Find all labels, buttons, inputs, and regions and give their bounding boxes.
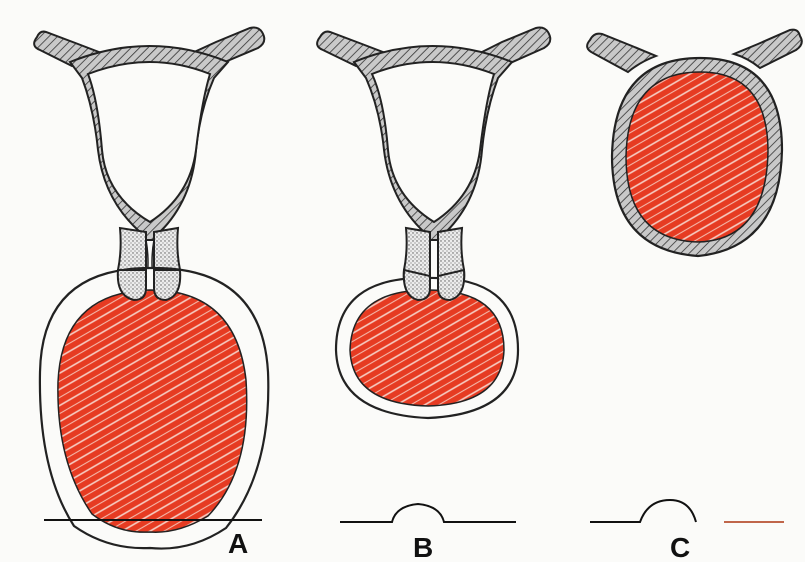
- panel-b: [317, 28, 550, 523]
- panel-a-label: A: [228, 528, 248, 560]
- panel-c-baseline: [590, 500, 696, 522]
- panel-c: [587, 30, 802, 522]
- panel-c-label: C: [670, 532, 690, 562]
- panel-b-label: B: [413, 532, 433, 562]
- panel-b-cup-lumen: [372, 62, 494, 222]
- panel-b-baseline: [340, 504, 516, 522]
- panel-a-red-content: [58, 290, 247, 532]
- panel-a: [34, 28, 268, 549]
- panel-a-cup-lumen: [88, 62, 210, 222]
- panel-c-red-content: [626, 72, 768, 242]
- panel-b-red-content: [350, 290, 504, 406]
